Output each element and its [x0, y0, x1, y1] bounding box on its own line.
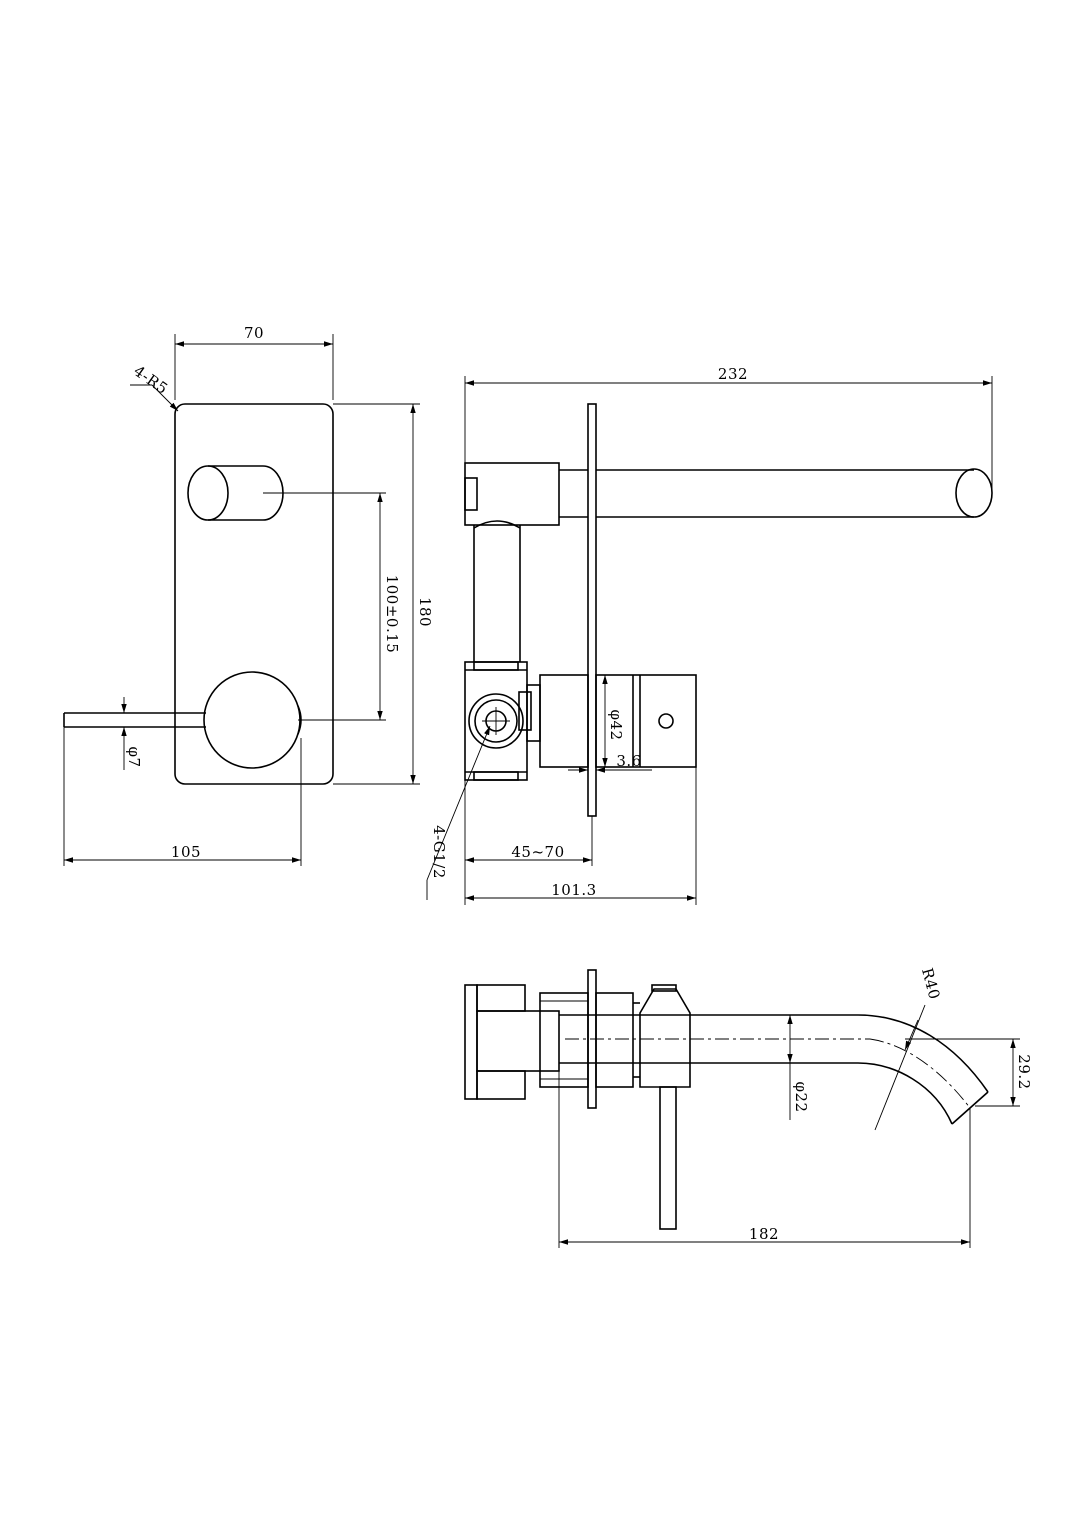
side-cartridge: [539, 674, 697, 768]
lever: [63, 712, 206, 728]
dim-spacing-label: 100±0.15: [383, 575, 401, 654]
dim-reach: 182: [558, 1063, 971, 1248]
thread-port: [468, 693, 524, 749]
dim-plate-label: 3.6: [616, 752, 641, 770]
dim-width-label: 70: [244, 324, 264, 342]
dim-radius-label: R40: [918, 966, 944, 1001]
dim-depth-label: 45~70: [511, 843, 564, 861]
dim-total-depth: 101.3: [465, 767, 697, 905]
dim-drop-label: 29.2: [1015, 1054, 1033, 1089]
side-upper-body: [464, 462, 588, 526]
dim-thread-label: 4-G1/2: [430, 825, 448, 879]
dim-body-dia-label: φ42: [607, 709, 625, 740]
dim-spout-radius: R40: [874, 966, 944, 1131]
wall-plate: [174, 403, 334, 785]
dim-plate-thickness: 3.6: [568, 752, 652, 773]
dim-drop: 29.2: [905, 1038, 1033, 1107]
top-rear-body: [464, 984, 640, 1100]
dim-lever-dia: φ7: [121, 697, 143, 770]
dim-length-label: 232: [718, 365, 748, 383]
top-spout: [558, 1014, 989, 1125]
dim-lever-dia-label: φ7: [125, 746, 143, 767]
top-view: R40 29.2 φ22 182: [464, 966, 1033, 1248]
dim-corner-radius: 4-R5: [130, 362, 179, 412]
dim-total-depth-label: 101.3: [551, 881, 596, 899]
top-handle: [639, 984, 691, 1230]
side-view: 232 φ42 3.6 4-G1/2 45~70: [426, 365, 993, 905]
dim-overall-label: 105: [171, 843, 201, 861]
dim-body-dia: φ42: [602, 675, 625, 767]
front-view: 70 4-R5 180 100±0.15 φ7: [63, 324, 434, 866]
dim-thread: 4-G1/2: [426, 725, 491, 900]
dim-reach-label: 182: [749, 1225, 779, 1243]
side-wall-plate: [587, 403, 597, 817]
handle-disk: [203, 671, 301, 769]
dim-spout-dia-label: φ22: [792, 1081, 810, 1112]
dim-spacing: 100±0.15: [263, 492, 401, 721]
dim-width: 70: [174, 324, 334, 400]
side-valve-body: [464, 661, 541, 781]
dim-spout-dia: φ22: [787, 1015, 810, 1120]
dim-corner-label: 4-R5: [130, 362, 171, 398]
dim-depth: 45~70: [464, 780, 593, 905]
dim-overall: 105: [63, 727, 302, 866]
dim-length: 232: [464, 365, 993, 493]
dim-height-label: 180: [416, 597, 434, 627]
side-riser-pipe: [473, 520, 521, 662]
dim-height: 180: [333, 403, 434, 785]
side-spout: [596, 468, 993, 518]
